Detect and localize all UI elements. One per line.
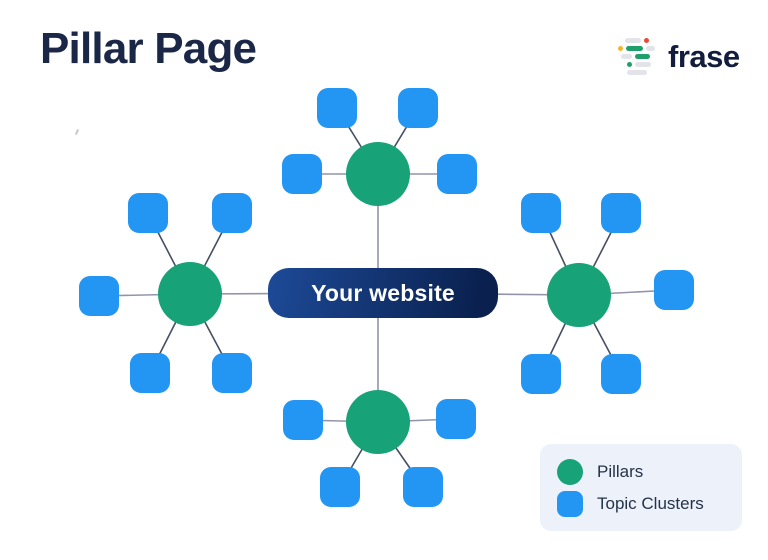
topic-cluster-node [317,88,357,128]
frase-logo-text: frase [668,38,740,74]
legend-item-pillars: Pillars [557,458,742,485]
legend-label: Pillars [597,461,644,481]
topic-cluster-node [403,467,443,507]
pillar-node-right [547,263,611,327]
page-title: Pillar Page [40,24,257,73]
topic-cluster-node [320,467,360,507]
topic-cluster-node [128,193,168,233]
frase-logo: frase [615,32,740,81]
your-website-pill: Your website [268,268,498,318]
topic-cluster-node [282,154,322,194]
topic-cluster-swatch-icon [557,490,583,517]
legend-item-topic-clusters: Topic Clusters [557,490,742,517]
pillar-swatch-icon [557,458,583,485]
frase-logo-icon [615,32,659,81]
topic-cluster-node [212,353,252,393]
legend: Pillars Topic Clusters [540,444,742,531]
pillar-node-top [346,142,410,206]
topic-cluster-node [437,154,477,194]
topic-cluster-node [283,400,323,440]
topic-cluster-node [436,399,476,439]
topic-cluster-node [654,270,694,310]
pillar-node-bottom [346,390,410,454]
topic-cluster-node [601,193,641,233]
topic-cluster-node [601,354,641,394]
topic-cluster-node [130,353,170,393]
topic-cluster-node [521,193,561,233]
topic-cluster-node [212,193,252,233]
topic-cluster-node [398,88,438,128]
topic-cluster-node [79,276,119,316]
legend-label: Topic Clusters [597,493,704,513]
pillar-node-left [158,262,222,326]
topic-cluster-node [521,354,561,394]
your-website-label: Your website [311,279,455,306]
